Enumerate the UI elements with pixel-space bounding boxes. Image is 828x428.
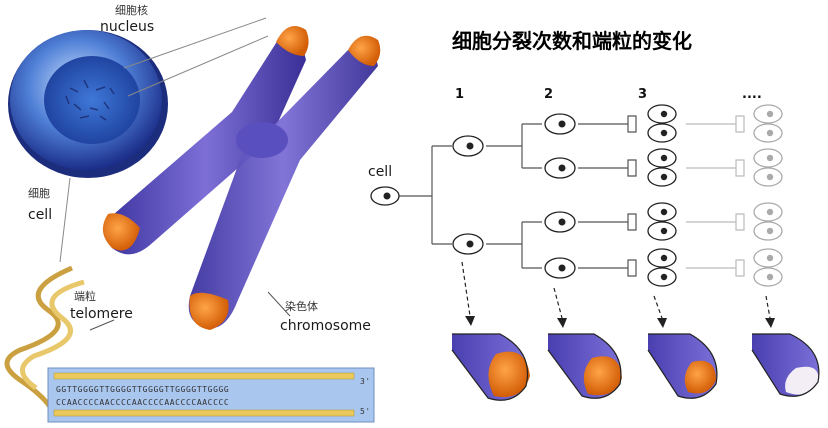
nucleus-label-en: nucleus <box>100 19 154 35</box>
generation-label: 1 <box>455 87 464 102</box>
pointer-line <box>127 35 269 97</box>
generation-label: 3 <box>638 87 647 102</box>
chromosome-end-2 <box>547 333 622 399</box>
cell-icons-gen1 <box>452 135 484 255</box>
cell-icons-gen2 <box>544 113 576 279</box>
telomere-cap <box>348 35 381 66</box>
arrow-heads <box>465 316 775 328</box>
chromosome-label-en: chromosome <box>280 318 371 334</box>
cell-nuclei-gen-n <box>766 110 774 281</box>
dna-end-top: 3' <box>360 377 371 386</box>
dna-sequence-box: GGTTGGGGTTGGGGTTGGGGTTGGGGTTGGGG CCAACCC… <box>47 367 375 423</box>
dna-bottom-strand: CCAACCCCAACCCCAACCCCAACCCCAACCCC <box>56 398 229 407</box>
nucleus-label-zh: 细胞核 <box>115 3 148 17</box>
cell-nuclei-gen3 <box>660 110 668 281</box>
cell-icon-root <box>370 186 400 206</box>
nucleus-shape <box>44 56 140 144</box>
cell-tree-label: cell <box>368 164 392 180</box>
telomere-cap <box>102 213 140 251</box>
dna-helix <box>4 265 85 412</box>
telomere-label-zh: 端粒 <box>74 289 96 303</box>
cell-nuclei-gen1 <box>466 142 474 248</box>
pointer-line <box>123 17 267 69</box>
division-tree-lines <box>399 115 637 277</box>
division-tree-lines-faded <box>686 115 745 277</box>
chromosome-end-3 <box>647 333 718 399</box>
telomere-cap <box>276 26 309 56</box>
chromosome-end-n <box>751 333 820 397</box>
pointer-line <box>59 177 71 263</box>
cell-label-en: cell <box>28 207 52 223</box>
chromosome-label-zh: 染色体 <box>285 299 318 313</box>
pointer-line <box>89 319 115 331</box>
pointer-line <box>267 291 291 317</box>
chromosome-end-1 <box>451 333 530 401</box>
telomere-cap <box>189 292 229 330</box>
dna-end-bottom: 5' <box>360 407 371 416</box>
cell-nuclei-gen2 <box>558 120 566 272</box>
telomere-label-en: telomere <box>70 306 133 322</box>
dna-top-strand: GGTTGGGGTTGGGGTTGGGGTTGGGGTTGGGG <box>56 385 229 394</box>
generation-label: 2 <box>544 87 553 102</box>
diagram-title: 细胞分裂次数和端粒的变化 <box>452 29 692 53</box>
dashed-arrows <box>461 261 771 319</box>
cell-label-zh: 细胞 <box>28 187 50 200</box>
cell-illustration <box>8 30 168 178</box>
generation-label: .... <box>742 87 762 102</box>
chromosome-illustration <box>102 26 381 330</box>
